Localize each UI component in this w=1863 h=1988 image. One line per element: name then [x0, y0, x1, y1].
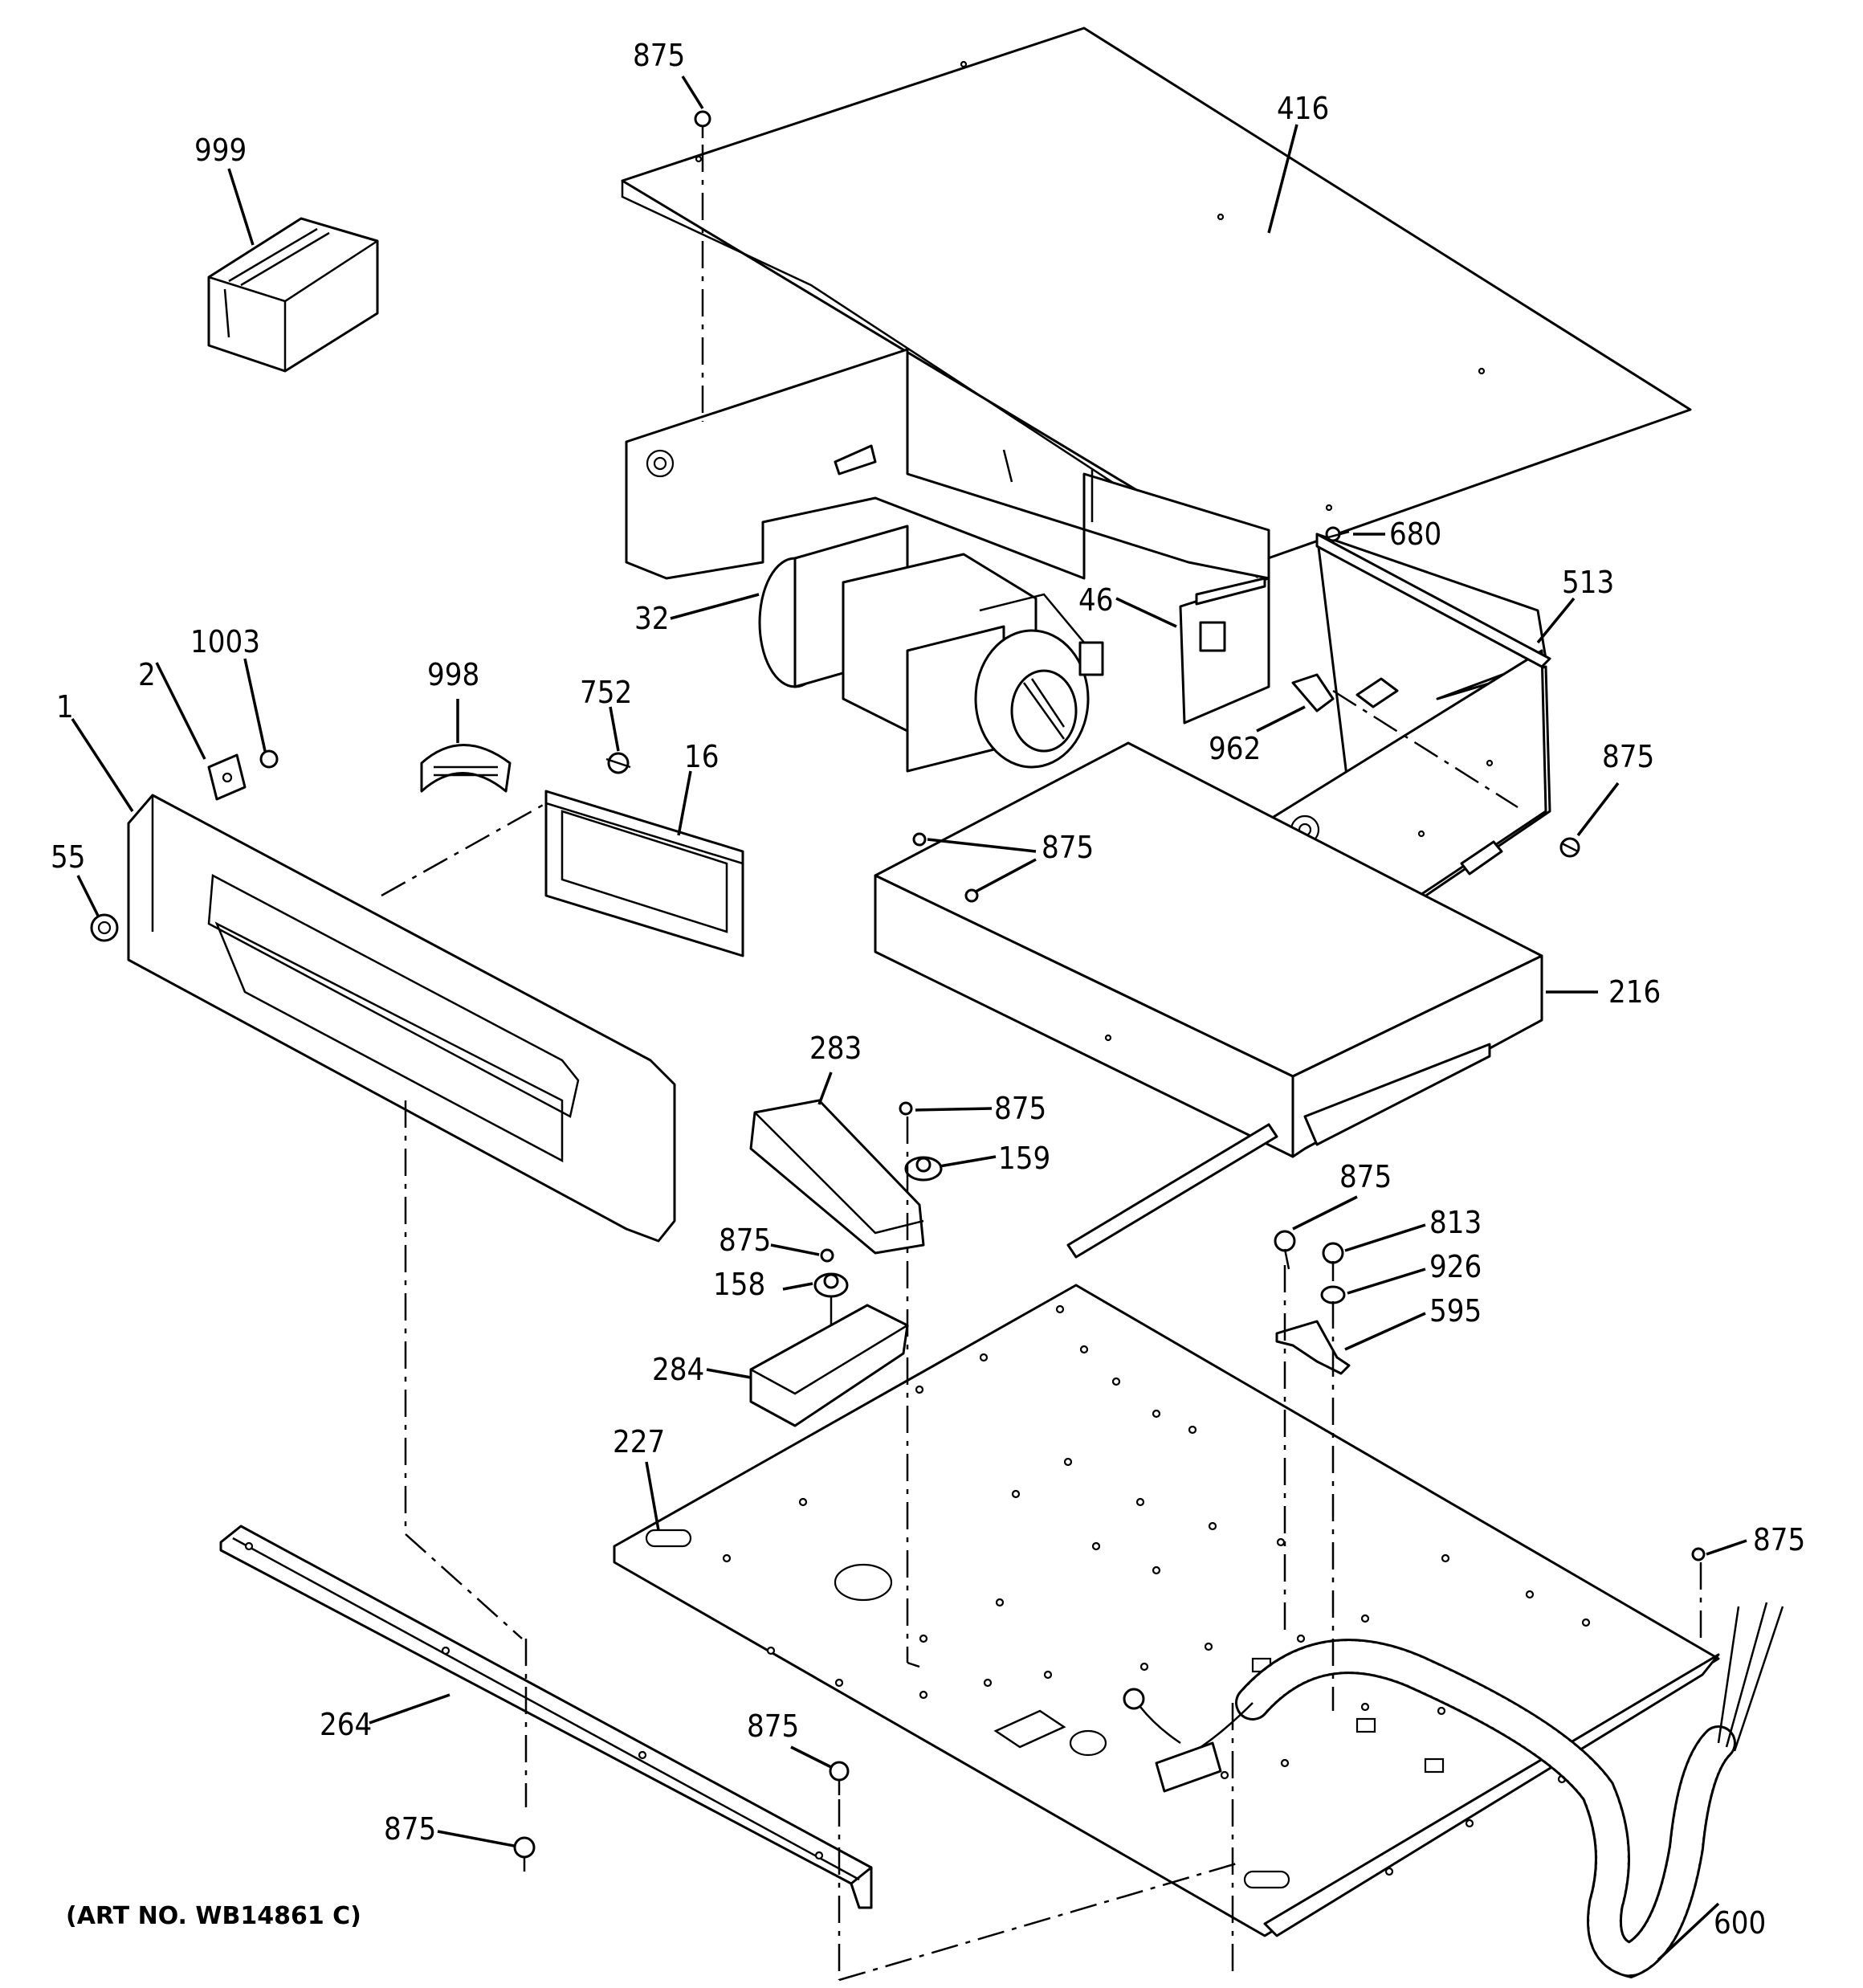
part-752-screw [605, 752, 631, 774]
label-159: 159 [998, 1141, 1050, 1176]
part-32-blower-motor [758, 525, 1104, 773]
screw-875-right-icon [1559, 837, 1580, 858]
part-813-screw [1322, 1242, 1344, 1281]
label-999: 999 [194, 133, 247, 168]
label-46: 46 [1078, 582, 1114, 618]
screw-875-base-icon [1691, 1547, 1706, 1561]
part-595-clip [1275, 1320, 1351, 1375]
label-16: 16 [684, 739, 720, 774]
label-962: 962 [1209, 731, 1261, 766]
part-216-mid-panel [874, 741, 1543, 1259]
label-595: 595 [1429, 1293, 1482, 1329]
label-926: 926 [1429, 1249, 1482, 1284]
label-1003: 1003 [190, 624, 260, 659]
label-284: 284 [652, 1352, 704, 1387]
label-600: 600 [1714, 1905, 1766, 1941]
label-283: 283 [809, 1031, 862, 1066]
label-513: 513 [1562, 565, 1614, 600]
label-416: 416 [1277, 91, 1329, 126]
part-600-power-conduit [1123, 1602, 1784, 1979]
screw-875-clip-icon [1274, 1230, 1296, 1270]
label-875-right: 875 [1602, 739, 1654, 774]
label-875-mid: 875 [994, 1091, 1046, 1126]
callout-labels: 875 416 999 680 513 46 32 1003 998 752 2… [51, 38, 1805, 1941]
screw-875-lower-icon [829, 1761, 850, 1795]
label-875-lower: 875 [747, 1708, 799, 1744]
label-998: 998 [427, 657, 479, 692]
leader-lines [71, 76, 1747, 1961]
part-227-bottom-panel [613, 1284, 1720, 1937]
part-998-ribbon-cable [420, 744, 512, 793]
part-284-bracket [749, 1304, 909, 1427]
screw-875-bottom-icon [513, 1836, 536, 1872]
part-264-front-rail [219, 1525, 873, 1909]
label-1: 1 [56, 689, 74, 725]
screw-875-top-icon [694, 110, 711, 138]
label-813: 813 [1429, 1205, 1482, 1240]
part-1-control-panel [127, 794, 676, 1243]
label-875-base: 875 [1753, 1522, 1805, 1557]
part-2-bracket [207, 753, 247, 801]
label-216: 216 [1608, 974, 1661, 1010]
label-752: 752 [580, 675, 632, 710]
label-875-clip: 875 [1339, 1159, 1392, 1194]
label-32: 32 [634, 601, 670, 636]
alignment-lines [381, 145, 1702, 1982]
screw-875-bracket-icon [912, 832, 979, 903]
label-264: 264 [320, 1707, 372, 1742]
part-158-thermostat [813, 1272, 849, 1298]
art-number: (ART NO. WB14861 C) [66, 1902, 361, 1930]
part-46-control-board [1179, 577, 1270, 725]
label-680: 680 [1389, 516, 1441, 552]
label-158: 158 [713, 1267, 765, 1302]
part-999-literature-box [207, 217, 379, 373]
part-962-standoff [1291, 673, 1519, 809]
part-55-grommet [90, 913, 119, 942]
label-227: 227 [613, 1424, 665, 1459]
screw-875-mid-icon [899, 1101, 913, 1116]
part-1003-screw [259, 749, 279, 769]
upper-chassis [625, 348, 1270, 580]
label-875-bottom: 875 [384, 1811, 436, 1847]
part-926-washer [1320, 1285, 1346, 1304]
label-875-top: 875 [633, 38, 685, 73]
part-283-bracket [749, 1099, 925, 1255]
label-2: 2 [138, 657, 156, 692]
part-159-thermostat [904, 1156, 943, 1182]
label-55: 55 [51, 839, 86, 875]
screw-680-icon [1324, 526, 1350, 542]
label-875-small: 875 [719, 1223, 771, 1258]
label-875-bracket: 875 [1042, 830, 1094, 865]
part-16-display-board [544, 790, 744, 957]
screw-875-small-icon [820, 1248, 834, 1263]
